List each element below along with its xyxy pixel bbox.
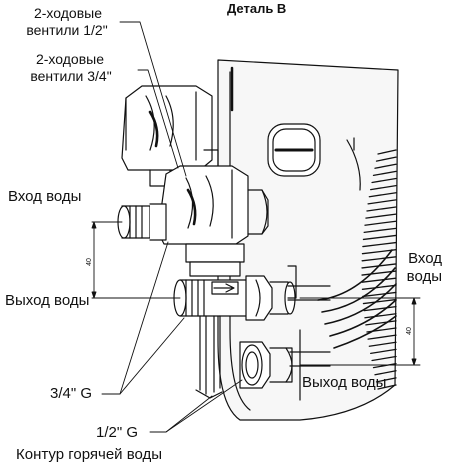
grille-slot — [367, 199, 397, 205]
grille-slot — [367, 334, 397, 340]
grille-slot — [365, 320, 397, 326]
grille-slot — [365, 213, 397, 219]
left-dimension-value: 40 — [86, 258, 93, 266]
upper-valve — [121, 85, 219, 187]
thread-3-4-label: 3/4" G — [50, 385, 93, 402]
grille-slot — [362, 291, 397, 298]
grille-slot — [361, 284, 397, 290]
valves-half-label-line2: вентили 1/2" — [26, 22, 108, 38]
grille-slot — [372, 362, 397, 369]
inlet-fitting — [117, 203, 167, 241]
grille-slot — [375, 377, 397, 383]
grille-slot — [377, 384, 397, 390]
grille-slot — [364, 220, 397, 226]
grille-slot — [361, 277, 397, 283]
grille-slot — [374, 163, 397, 169]
grille-slot — [366, 206, 397, 212]
hot-water-circuit-label: Контур горячей воды — [16, 446, 163, 463]
valves-3-4-label-line1: 2-ходовые — [35, 51, 104, 67]
grille-slot — [361, 249, 397, 255]
water-outlet-right-label: Выход воды — [302, 374, 387, 391]
grille-slot — [361, 256, 397, 262]
valves-3-4-label-line2: вентили 3/4" — [30, 68, 112, 84]
water-inlet-left-label: Вход воды — [8, 188, 82, 205]
grille-slot — [371, 177, 397, 184]
thread-1-2-label: 1/2" G — [96, 424, 139, 441]
grille-slot — [368, 341, 397, 347]
grille-slot — [366, 327, 397, 333]
leader-lines — [91, 21, 421, 433]
grille-slot — [374, 370, 397, 376]
grille-slot — [375, 156, 397, 162]
lower-right-fitting — [239, 341, 293, 389]
water-inlet-right-line1: Вход — [408, 250, 442, 267]
grille-slot — [361, 270, 397, 276]
grille-slot — [363, 306, 397, 312]
water-outlet-left-label: Выход воды — [5, 292, 90, 309]
grille-slot — [364, 313, 397, 319]
grille-slot — [370, 348, 397, 355]
vent-grille-slots — [361, 149, 397, 390]
grille-slot — [362, 298, 397, 305]
grille-slot — [371, 355, 397, 362]
valves-half-label-line1: 2-ходовые — [33, 5, 102, 21]
grille-slot — [363, 227, 397, 233]
grille-slot — [361, 263, 397, 269]
water-inlet-right-line2: воды — [406, 268, 442, 285]
vent-grille — [317, 249, 397, 349]
right-dimension-value: 40 — [406, 327, 413, 335]
boiler-housing — [217, 59, 399, 421]
grille-slot — [362, 234, 397, 241]
detail-title: Деталь B — [227, 1, 287, 16]
tee-body — [185, 243, 245, 277]
grille-slot — [362, 241, 397, 248]
outlet-fitting — [173, 275, 296, 399]
grille-slot — [370, 184, 397, 191]
grille-slot — [368, 192, 397, 198]
grille-slot — [377, 149, 397, 155]
grille-slot — [372, 170, 397, 177]
